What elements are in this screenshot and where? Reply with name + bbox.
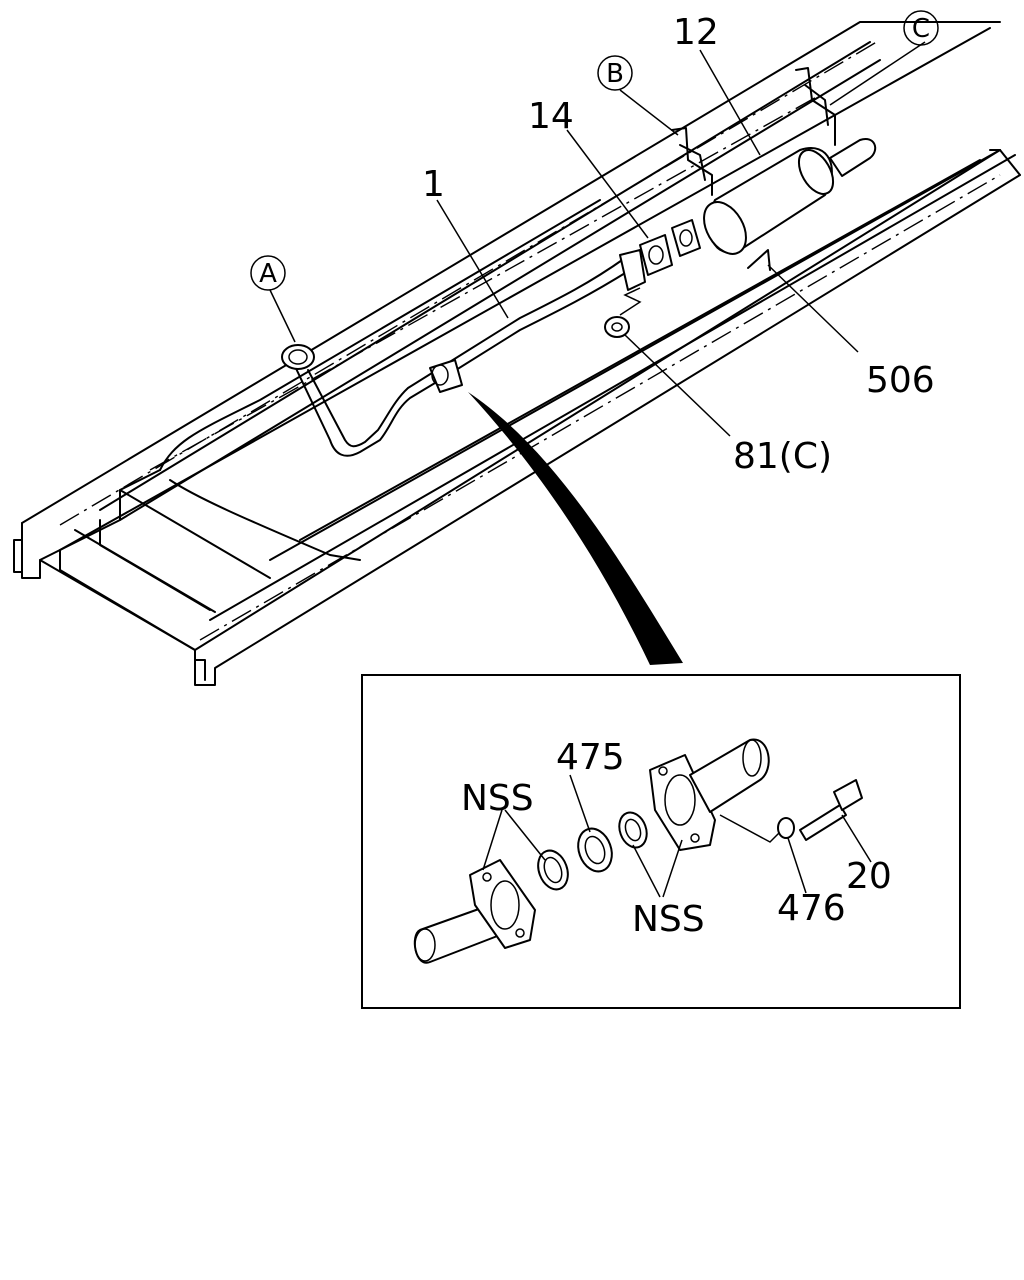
callout-14: 14 bbox=[528, 96, 574, 137]
callout-12: 12 bbox=[673, 12, 719, 53]
ref-circle-c-label: C bbox=[912, 14, 930, 44]
ref-circle-b-label: B bbox=[606, 59, 624, 89]
leader-lines bbox=[269, 41, 926, 437]
muffler bbox=[671, 67, 877, 271]
callout-506: 506 bbox=[866, 360, 935, 401]
ref-circle-a: A bbox=[250, 255, 286, 291]
detail-label-475: 475 bbox=[556, 737, 625, 778]
ref-circle-c: C bbox=[903, 10, 939, 46]
ref-circle-a-label: A bbox=[259, 259, 277, 289]
callout-1: 1 bbox=[422, 164, 445, 205]
detail-label-20: 20 bbox=[846, 856, 892, 897]
detail-pointer bbox=[468, 392, 683, 665]
detail-label-476: 476 bbox=[777, 888, 846, 929]
exhaust-pipe bbox=[281, 249, 646, 457]
nut bbox=[604, 287, 642, 338]
callout-81: 81(C) bbox=[733, 436, 832, 477]
detail-label-nss-top: NSS bbox=[461, 778, 534, 819]
ref-circle-b: B bbox=[597, 55, 633, 91]
gasket bbox=[639, 234, 673, 276]
detail-label-nss-bottom: NSS bbox=[632, 899, 705, 940]
detail-view: NSS 475 NSS 476 20 bbox=[361, 674, 961, 1009]
chassis-frame bbox=[13, 21, 1021, 686]
